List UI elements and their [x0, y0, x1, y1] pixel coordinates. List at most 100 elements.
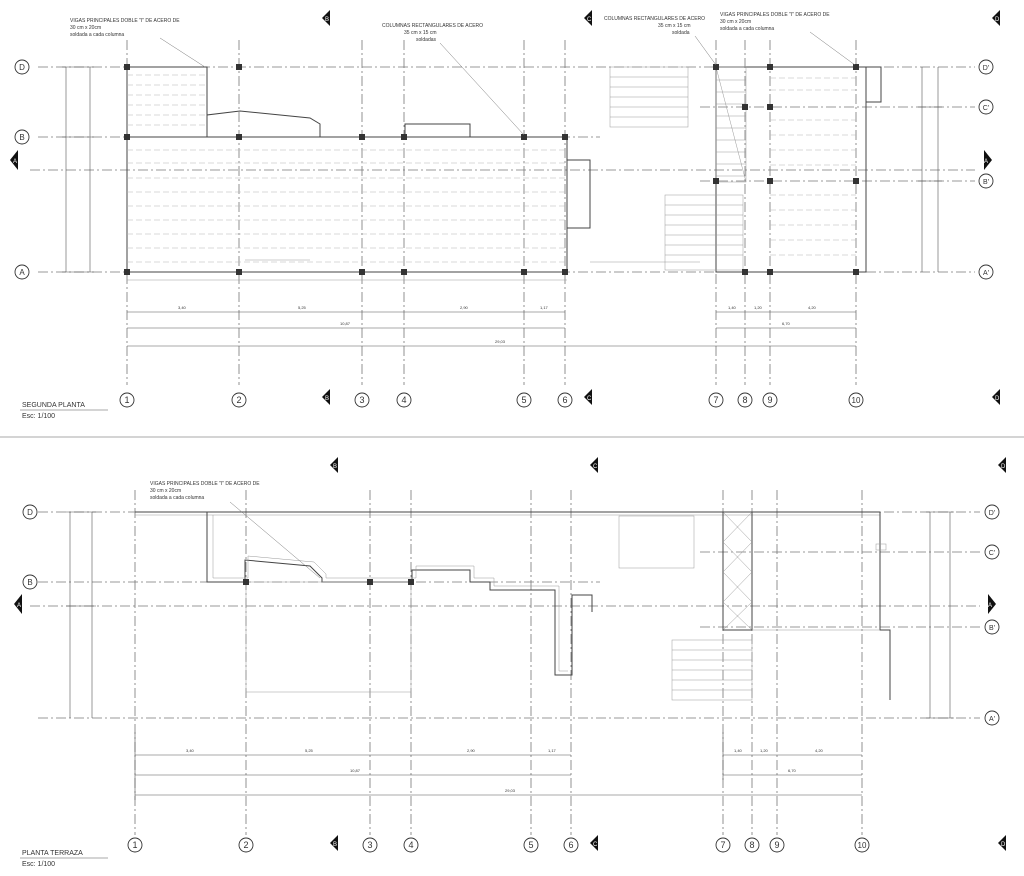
note-text: soldada a cada columna: [720, 26, 774, 32]
row-label: B: [27, 578, 32, 587]
column-label: 5: [528, 840, 533, 850]
section-label: B: [333, 842, 337, 848]
row-grid-axes: [30, 511, 980, 719]
section-label: C: [593, 464, 598, 470]
structural-notes: VIGAS PRINCIPALES DOBLE "I" DE ACERO DE …: [150, 481, 321, 579]
column-label: 8: [749, 840, 754, 850]
note-text: 30 cm x 20cm: [720, 19, 751, 25]
plan-scale: Esc: 1/100: [22, 861, 55, 868]
note-text: soldada a cada columna: [150, 495, 204, 501]
dim-label: 1,20: [760, 748, 769, 753]
note-text: soldada a cada columna: [70, 32, 124, 38]
joists-left: [127, 74, 567, 263]
dim-label: 4,20: [808, 305, 817, 310]
section-markers: A A B B C C D D: [10, 10, 1000, 405]
note-text: COLUMNAS RECTANGULARES DE ACERO: [604, 16, 705, 22]
terrace-structure: [135, 511, 891, 701]
section-label: C: [587, 17, 592, 23]
column-grid-axes: [126, 40, 857, 385]
dim-label: 3,40: [178, 305, 187, 310]
steel-columns-right: [713, 64, 859, 275]
steel-columns-left: [124, 64, 568, 275]
stair-right: [715, 66, 747, 183]
section-label: C: [593, 842, 598, 848]
dim-label: 1,17: [540, 305, 549, 310]
column-label: 3: [359, 395, 364, 405]
section-label: A: [984, 159, 988, 165]
terrace-columns: [243, 579, 414, 585]
row-label: D: [27, 508, 33, 517]
column-label: 6: [562, 395, 567, 405]
dim-label: 29,03: [495, 339, 506, 344]
section-label: C: [587, 396, 592, 402]
dim-label: 2,90: [467, 748, 476, 753]
row-label: D': [983, 65, 989, 72]
dim-label: 1,20: [754, 305, 763, 310]
row-label: A': [989, 716, 995, 723]
column-label: 4: [408, 840, 413, 850]
stair-bay: [722, 511, 753, 631]
section-label: A: [988, 603, 992, 609]
note-text: 35 cm x 15 cm: [658, 23, 691, 29]
column-label: 3: [367, 840, 372, 850]
column-grid-axes: [134, 490, 863, 835]
dim-label: 2,90: [460, 305, 469, 310]
note-text: 35 cm x 15 cm: [404, 30, 437, 36]
section-label: A: [13, 159, 17, 165]
dim-label: 6,70: [788, 768, 797, 773]
dim-label: 1,17: [548, 748, 557, 753]
column-bubbles: 1 2 3 4 5 6 7 8 9 10: [119, 392, 864, 408]
note-text: 30 cm x 20cm: [150, 488, 181, 494]
row-bubbles: D B A D' C' B' A': [14, 59, 994, 280]
dim-label: 5,25: [305, 748, 314, 753]
dim-label: 10,87: [350, 768, 361, 773]
vertical-dimensions-left: [62, 66, 94, 273]
dim-label: 1,40: [734, 748, 743, 753]
dim-label: 1,40: [728, 305, 737, 310]
row-label: D': [989, 510, 995, 517]
column-label: 2: [236, 395, 241, 405]
dim-label: 3,40: [186, 748, 195, 753]
row-label: A: [19, 268, 25, 277]
dim-label: 29,03: [505, 788, 516, 793]
section-label: B: [333, 464, 337, 470]
column-label: 7: [713, 395, 718, 405]
section-label: D: [995, 396, 1000, 402]
row-label: C': [983, 105, 989, 112]
left-structure: [124, 64, 700, 281]
column-label: 10: [852, 396, 861, 405]
bottom-dimensions: 3,40 5,25 2,90 1,17 1,40 1,20 4,20 10,87…: [134, 732, 862, 800]
column-label: 8: [742, 395, 747, 405]
column-label: 9: [774, 840, 779, 850]
plan-title-block: SEGUNDA PLANTA Esc: 1/100: [20, 402, 108, 420]
dim-label: 10,87: [340, 321, 351, 326]
plan-scale: Esc: 1/100: [22, 413, 55, 420]
note-text: VIGAS PRINCIPALES DOBLE "I" DE ACERO DE: [720, 12, 830, 18]
row-grid-axes: [30, 66, 975, 273]
row-label: B': [983, 179, 989, 186]
column-label: 1: [124, 395, 129, 405]
stair-lower: [664, 194, 744, 271]
section-label: D: [1001, 842, 1006, 848]
column-label: 1: [132, 840, 137, 850]
column-label: 7: [720, 840, 725, 850]
plan-title: SEGUNDA PLANTA: [22, 402, 85, 409]
section-label: D: [1001, 464, 1006, 470]
row-label: B: [19, 133, 24, 142]
structural-notes: VIGAS PRINCIPALES DOBLE "I" DE ACERO DE …: [70, 12, 856, 136]
section-markers: A A B B C C D D: [14, 457, 1006, 851]
column-label: 9: [767, 395, 772, 405]
note-text: soldadas: [416, 37, 437, 43]
row-label: C': [989, 550, 995, 557]
column-bubbles: 1 2 3 4 5 6 7 8 9 10: [127, 837, 870, 853]
section-label: A: [17, 603, 21, 609]
note-text: COLUMNAS RECTANGULARES DE ACERO: [382, 23, 483, 29]
row-label: B': [989, 625, 995, 632]
right-structure: [609, 64, 882, 275]
row-label: A': [983, 270, 989, 277]
stair-lower-terrace: [671, 639, 753, 701]
row-label: D: [19, 63, 25, 72]
dim-label: 6,70: [782, 321, 791, 326]
section-label: B: [325, 396, 329, 402]
